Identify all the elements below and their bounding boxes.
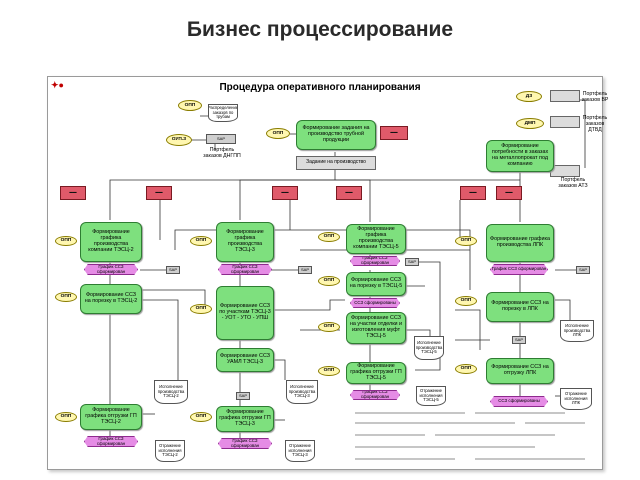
event-c2: ССЗ сформированы bbox=[350, 298, 400, 308]
role-d2: ОПП bbox=[455, 296, 477, 306]
red-doc-a: ▬▬ bbox=[60, 186, 86, 200]
red-doc-top: ▬▬ bbox=[380, 126, 408, 140]
doc-a3: Отражение исполнения ТЭСЦ-2 bbox=[155, 440, 185, 462]
label-portfolio-atz: Портфель заказов АТЗ bbox=[558, 177, 588, 189]
role-c3: ОПП bbox=[318, 322, 340, 332]
func-b3: Формирование ССЗ УАМЛ ТЭСЦ-3 bbox=[216, 348, 274, 372]
role-a3: ОПП bbox=[55, 412, 77, 422]
company-logo-icon: ✦● bbox=[51, 80, 64, 90]
role-a2: ОПП bbox=[55, 292, 77, 302]
system-d2: SAP bbox=[512, 336, 526, 344]
doc-c4: Отражение исполнения ТЭСЦ-5 bbox=[416, 386, 446, 406]
func-c2: Формирование ССЗ на порезку в ТЭСЦ-5 bbox=[346, 272, 406, 296]
system-d1: SAP bbox=[576, 266, 590, 274]
label-portfolio-dngpp: Портфель заказов ДНГПП bbox=[203, 147, 241, 159]
func-a3: Формирование графика отгрузки ГП ТЭСЦ-2 bbox=[80, 404, 142, 430]
event-a1: График ССЗ сформирован bbox=[84, 264, 138, 275]
label-portfolio-dtvd: Портфель заказов ДТВД bbox=[582, 115, 608, 133]
doc-order-distribution: Распределение заказов по трубам bbox=[208, 104, 238, 122]
role-c4: ОПП bbox=[318, 366, 340, 376]
event-c1: График ССЗ сформирован bbox=[350, 256, 400, 266]
func-d2: Формирование ССЗ на порезку в ЛПК bbox=[486, 292, 554, 322]
role-a1: ОПП bbox=[55, 236, 77, 246]
red-doc-c2: ▬▬ bbox=[336, 186, 362, 200]
slide-title: Бизнес процессирование bbox=[186, 18, 454, 41]
role-b1: ОПП bbox=[190, 236, 212, 246]
func-c1: Формирование графика производства компан… bbox=[346, 224, 406, 254]
event-b1: График ССЗ сформирован bbox=[218, 264, 272, 275]
box-portfolio-atz bbox=[550, 165, 580, 177]
system-b3: SAP bbox=[236, 392, 250, 400]
approval-stamp bbox=[345, 404, 603, 470]
role-c2: ОПП bbox=[318, 276, 340, 286]
func-b2: Формирование ССЗ по участкам ТЭСЦ-3 - УО… bbox=[216, 286, 274, 340]
role-d1: ОПП bbox=[455, 236, 477, 246]
box-production-task: Задание на производство bbox=[296, 156, 376, 170]
func-c3: Формирование ССЗ на участки отделки и из… bbox=[346, 312, 406, 344]
event-d3: ССЗ сформированы bbox=[490, 396, 548, 407]
procedure-title: Процедура оперативного планирования bbox=[219, 82, 421, 93]
func-d1: Формирование графика производства ЛПК bbox=[486, 224, 554, 262]
red-doc-c: ▬▬ bbox=[272, 186, 298, 200]
func-a2: Формирование ССЗ на порезку в ТЭСЦ-2 bbox=[80, 284, 142, 314]
role-b2: ОПП bbox=[190, 304, 212, 314]
doc-b4: Отражение исполнения ТЭСЦ-3 bbox=[285, 440, 315, 462]
event-a3: График ССЗ сформирован bbox=[84, 436, 138, 447]
system-a1: SAP bbox=[166, 266, 180, 274]
func-metal-demand: Формирование потребности в заказах на ме… bbox=[486, 140, 554, 172]
func-production-task: Формирование задания на производство тру… bbox=[296, 120, 376, 150]
red-doc-d: ▬▬ bbox=[460, 186, 486, 200]
role-d3: ОПП bbox=[455, 364, 477, 374]
doc-b3: Исполнение производства ТЭСЦ-3 bbox=[286, 380, 318, 404]
event-b4: График ССЗ сформирован bbox=[218, 438, 272, 449]
role-oupr: ОУП.З bbox=[166, 134, 192, 146]
doc-a2: Исполнение производства ТЭСЦ-2 bbox=[154, 380, 188, 404]
label-portfolio-vr: Портфель заказов ВР bbox=[581, 91, 609, 103]
func-c4: Формирование графика отгрузки ГП ТЭСЦ-5 bbox=[346, 362, 406, 384]
system-c1: SAP bbox=[405, 258, 419, 266]
role-b3: ОПП bbox=[190, 412, 212, 422]
system-sap-top: SAP bbox=[206, 134, 236, 144]
doc-d3: Отражение исполнения ЛПК bbox=[560, 388, 592, 410]
system-b1: SAP bbox=[298, 266, 312, 274]
doc-c3: Исполнение производства ТЭСЦ-5 bbox=[414, 336, 444, 360]
event-c4: График ССЗ сформирован bbox=[350, 390, 400, 400]
func-a1: Формирование графика производства компан… bbox=[80, 222, 142, 262]
event-d1: График ССЗ сформирован bbox=[490, 264, 548, 275]
role-opp-mid: ОПП bbox=[266, 128, 290, 139]
role-dz: ДЗ bbox=[516, 91, 542, 102]
role-opp-top: ОПП bbox=[178, 100, 202, 111]
red-doc-d2: ▬▬ bbox=[496, 186, 522, 200]
red-doc-b: ▬▬ bbox=[146, 186, 172, 200]
func-d3: Формирование ССЗ на отгрузку ЛПК bbox=[486, 358, 554, 384]
role-c1: ОПП bbox=[318, 232, 340, 242]
func-b4: Формирование графика отгрузки ГП ТЭСЦ-3 bbox=[216, 406, 274, 432]
doc-d2: Исполнение производства ЛПК bbox=[560, 320, 594, 342]
box-portfolio-dtvd bbox=[550, 116, 580, 128]
box-portfolio-vr bbox=[550, 90, 580, 102]
func-b1: Формирование графика производства ТЭСЦ-3 bbox=[216, 222, 274, 262]
role-dmp: ДМП bbox=[516, 118, 544, 129]
